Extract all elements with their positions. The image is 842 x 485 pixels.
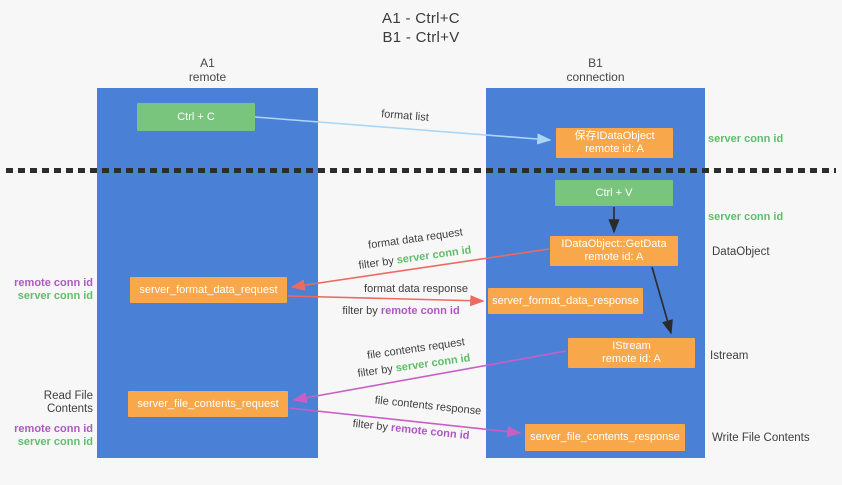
file-request-conn-id-group: Read File Contents remote conn id server… [0,390,93,449]
save-idataobject-line1: 保存IDataObject [574,130,655,142]
file-contents-response-label: file contents response [374,394,482,418]
remote-conn-id-text: remote conn id [390,421,470,443]
read-file-contents-label: Read File Contents [43,390,93,415]
filter-by-text: filter by [357,255,395,272]
ctrl-c-label: Ctrl + C [177,110,215,123]
lane-a1-subtitle: remote [188,70,227,84]
format-list-label: format list [380,108,430,124]
save-idataobject-node: 保存IDataObject remote id: A [556,128,673,158]
istream-node: IStream remote id: A [568,338,695,368]
server-format-data-response-node: server_format_data_response [488,288,643,314]
format-request-conn-id-group: remote conn id server conn id [0,277,93,303]
lane-header-a1: A1 remote [97,56,318,84]
title-line-2: B1 - Ctrl+V [382,29,460,46]
server-format-data-response-label: server_format_data_response [492,294,639,307]
lane-a1-title: A1 [200,56,215,70]
diagram-title: A1 - Ctrl+C B1 - Ctrl+V [0,9,842,47]
format-data-response-label: format data response [364,283,468,295]
istream-line1: IStream [612,340,651,352]
format-data-response-filter-label: filter by remote conn id [339,305,463,317]
getdata-node: IDataObject::GetData remote id: A [550,236,678,266]
save-idataobject-line2: remote id: A [585,143,644,155]
title-line-1: A1 - Ctrl+C [382,10,460,27]
remote-conn-id-label: remote conn id [14,277,93,289]
dataobject-label: DataObject [712,246,770,258]
lane-header-b1: B1 connection [486,56,705,84]
getdata-line2: remote id: A [584,251,644,263]
lane-b1-title: B1 [588,56,603,70]
server-conn-id-label-mid: server conn id [708,211,784,223]
istream-side-label: Istream [710,350,749,362]
server-file-contents-response-label: server_file_contents_response [530,431,680,443]
lane-b1-subtitle: connection [566,70,625,84]
istream-line2: remote id: A [602,353,661,365]
server-file-contents-request-label: server_file_contents_request [137,397,279,410]
server-conn-id-label-top: server conn id [708,133,784,145]
ctrl-v-label: Ctrl + V [595,186,633,199]
ctrl-v-node: Ctrl + V [555,180,673,206]
remote-conn-id-label: remote conn id [14,423,93,435]
file-contents-response-filter-label: filter by remote conn id [350,418,473,443]
server-conn-id-text: server conn id [395,244,473,267]
clipboard-divider-line [6,168,836,173]
filter-by-text: filter by [352,417,389,434]
server-conn-id-label: server conn id [17,436,93,448]
ctrl-c-node: Ctrl + C [137,103,255,131]
server-format-data-request-node: server_format_data_request [130,277,287,303]
getdata-line1: IDataObject::GetData [561,238,667,250]
server-conn-id-label: server conn id [17,290,93,302]
server-file-contents-request-node: server_file_contents_request [128,391,288,417]
remote-conn-id-text: remote conn id [380,305,460,317]
server-format-data-request-label: server_format_data_request [139,283,278,296]
write-file-contents-label: Write File Contents [712,432,810,444]
filter-by-text: filter by [356,363,394,380]
server-file-contents-response-node: server_file_contents_response [525,424,685,451]
filter-by-text: filter by [342,305,378,317]
